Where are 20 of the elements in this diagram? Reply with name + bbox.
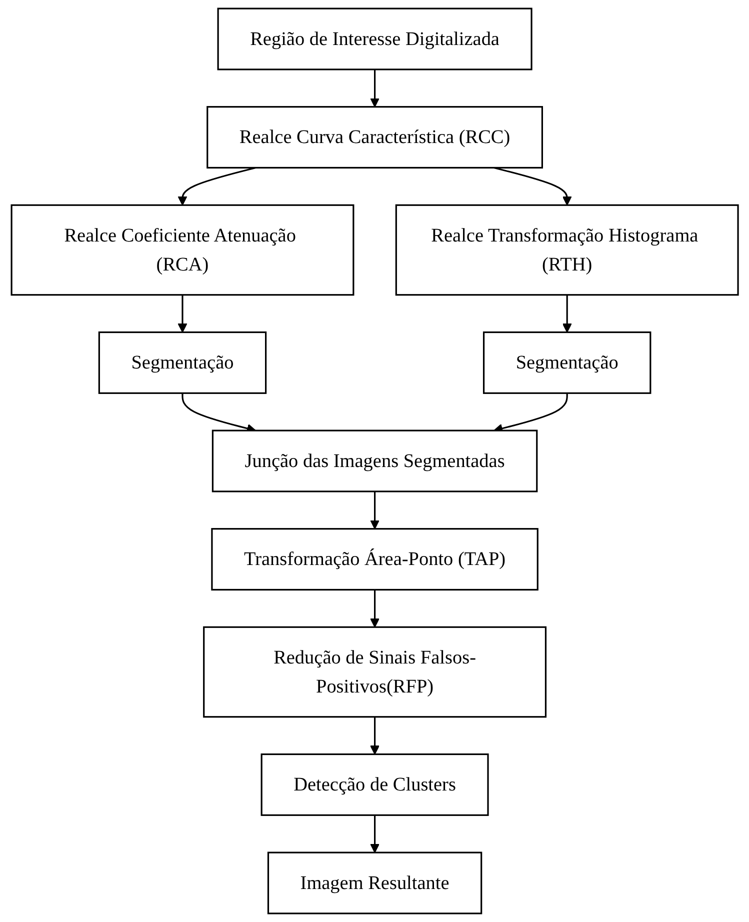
arrow: [370, 815, 380, 853]
arrow: [178, 294, 187, 333]
node-box: [202, 626, 546, 718]
arrow: [370, 491, 380, 530]
node-box: [260, 753, 488, 816]
node-box: [212, 430, 538, 492]
node-box: [206, 106, 543, 169]
arrow: [370, 716, 380, 755]
node-box: [216, 8, 532, 70]
arrow: [562, 294, 572, 333]
node-box: [267, 852, 482, 914]
node-box: [98, 331, 266, 394]
arrow: [370, 590, 380, 628]
arrow: [178, 166, 256, 206]
arrow: [493, 166, 572, 206]
node-box: [395, 204, 739, 296]
node-box: [210, 528, 538, 591]
arrow: [370, 69, 380, 108]
node-box: [10, 204, 354, 296]
node-box: [482, 331, 651, 394]
